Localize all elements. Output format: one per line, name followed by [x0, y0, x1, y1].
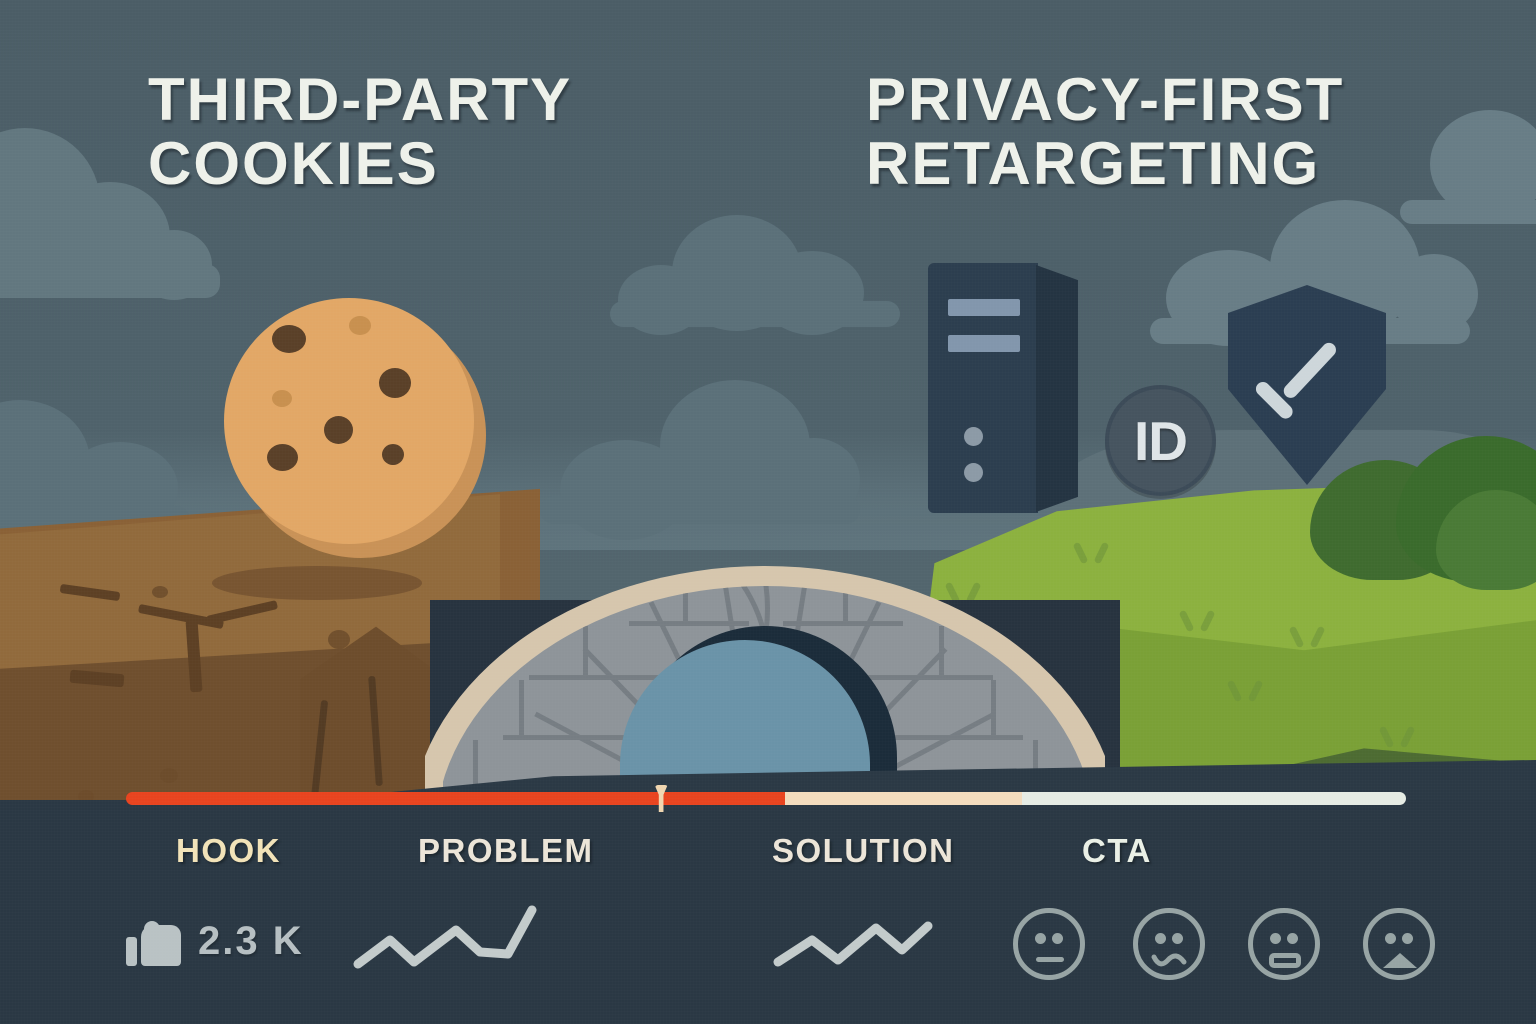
bridge-block-seam: [863, 675, 993, 680]
video-progress-bar[interactable]: [126, 785, 1406, 812]
pebble: [328, 630, 350, 649]
bridge-block-seam: [873, 735, 1023, 740]
cookie-body: [224, 298, 474, 544]
progress-segment-watched[interactable]: [126, 792, 786, 805]
cloud-top-center: [610, 215, 910, 345]
face-mouth-flat: [1036, 957, 1064, 962]
cookie-chip: [324, 416, 353, 444]
grass-tuft: [1380, 726, 1414, 748]
cloud-right-far: [1400, 110, 1536, 230]
grass-tuft: [1228, 680, 1262, 702]
reaction-face-open-mouth[interactable]: [1248, 908, 1320, 980]
bridge-block-seam: [503, 735, 643, 740]
sparkline-chart-2: [773, 921, 933, 967]
bridge-block-seam: [519, 680, 524, 740]
face-eye-right: [1402, 933, 1413, 944]
bridge-block-seam: [843, 586, 848, 624]
face-eye-left: [1035, 933, 1046, 944]
face-eye-right: [1052, 933, 1063, 944]
dirt-patch: [212, 566, 422, 600]
face-eye-right: [1172, 933, 1183, 944]
cloud-mid-center: [540, 380, 870, 540]
id-badge: ID: [1105, 385, 1216, 496]
face-eye-left: [1155, 933, 1166, 944]
checkmark-icon: [1253, 340, 1352, 422]
face-mouth-frown: [1383, 953, 1417, 968]
thumbs-up-icon[interactable]: [126, 921, 182, 967]
server-slot-bar: [948, 335, 1020, 352]
pebble: [78, 790, 94, 803]
bridge-block-seam: [991, 680, 996, 740]
id-badge-label: ID: [1134, 409, 1188, 472]
like-count: 2.3 K: [198, 919, 304, 963]
grass-tuft: [1290, 626, 1324, 648]
cookie-chip: [382, 444, 404, 465]
grass-tuft: [1180, 610, 1214, 632]
title-right: PRIVACY-FIRST RETARGETING: [866, 66, 1345, 197]
face-eye-right: [1287, 933, 1298, 944]
stage-label-cta[interactable]: CTA: [1082, 832, 1152, 869]
bridge-block-seam: [629, 621, 749, 626]
sparkline-chart-1: [353, 905, 537, 969]
cookie-chip: [379, 368, 411, 398]
progress-segment-buffered[interactable]: [785, 792, 1022, 805]
face-eye-left: [1270, 933, 1281, 944]
stage-label-problem[interactable]: PROBLEM: [418, 832, 594, 869]
bush-right-3: [1436, 490, 1536, 590]
reaction-face-frown[interactable]: [1363, 908, 1435, 980]
server-slot-bar: [948, 299, 1020, 316]
bridge-block-seam: [683, 586, 688, 624]
face-eye-left: [1385, 933, 1396, 944]
bridge-block-seam: [583, 626, 588, 680]
thumbs-up-base: [126, 937, 137, 966]
reaction-face-wavy[interactable]: [1133, 908, 1205, 980]
bridge-block-seam: [939, 626, 944, 680]
server-side-panel: [1036, 265, 1078, 512]
cloud-left-large: [0, 120, 270, 320]
cookie-chip: [272, 390, 292, 407]
pebble: [160, 768, 178, 783]
stage-label-hook[interactable]: HOOK: [176, 832, 281, 869]
cookie-icon: [224, 298, 488, 558]
face-mouth-wavy: [1151, 953, 1187, 967]
cookie-chip: [349, 316, 371, 335]
id-badge-ring: [1109, 389, 1212, 492]
stage-label-solution[interactable]: SOLUTION: [772, 832, 955, 869]
progress-segment-remaining[interactable]: [1022, 792, 1406, 805]
server-led: [964, 463, 983, 482]
pebble: [152, 586, 168, 598]
bridge-block-seam: [529, 675, 659, 680]
server-led: [964, 427, 983, 446]
reaction-face-neutral[interactable]: [1013, 908, 1085, 980]
face-mouth-open: [1269, 953, 1301, 968]
thumbs-up-thumb: [144, 921, 160, 939]
cookie-chip: [272, 325, 306, 353]
title-left: THIRD-PARTY COOKIES: [148, 66, 573, 197]
cookie-chip: [267, 444, 298, 471]
server-tower-icon: [928, 263, 1080, 515]
